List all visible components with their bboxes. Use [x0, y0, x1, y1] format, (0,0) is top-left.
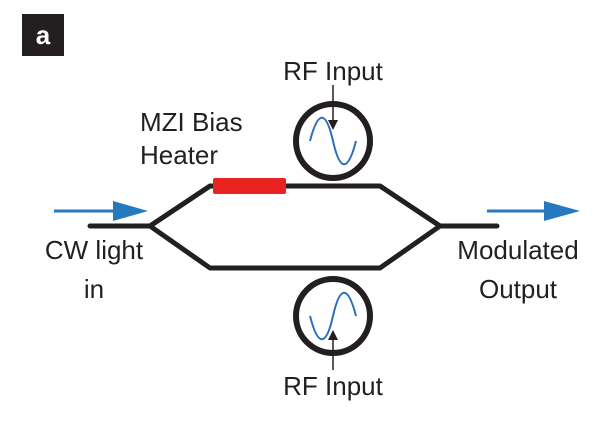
sine-wave-icon	[309, 117, 357, 165]
rf-source-bottom	[293, 276, 373, 370]
rf-input-bottom-label: RF Input	[283, 371, 383, 401]
lower-arm	[147, 223, 443, 271]
output-label-line2: Output	[479, 274, 558, 304]
panel-label-badge: a	[22, 14, 64, 56]
input-light-arrow	[54, 201, 148, 221]
heater-label-line2: Heater	[140, 140, 218, 170]
input-label-line2: in	[84, 274, 104, 304]
output-light-arrow	[487, 201, 580, 221]
rf-source-top	[293, 85, 373, 181]
rf-input-top-label: RF Input	[283, 56, 383, 86]
panel-label-text: a	[36, 20, 51, 50]
panel-label-background	[22, 14, 64, 56]
input-label-line1: CW light	[45, 235, 144, 265]
upper-arm	[147, 183, 443, 229]
sine-wave-icon	[309, 292, 357, 340]
heater-label-line1: MZI Bias	[140, 107, 243, 137]
output-label-line1: Modulated	[457, 235, 578, 265]
mzi-waveguide	[87, 183, 500, 271]
mzi-bias-heater	[213, 178, 286, 194]
